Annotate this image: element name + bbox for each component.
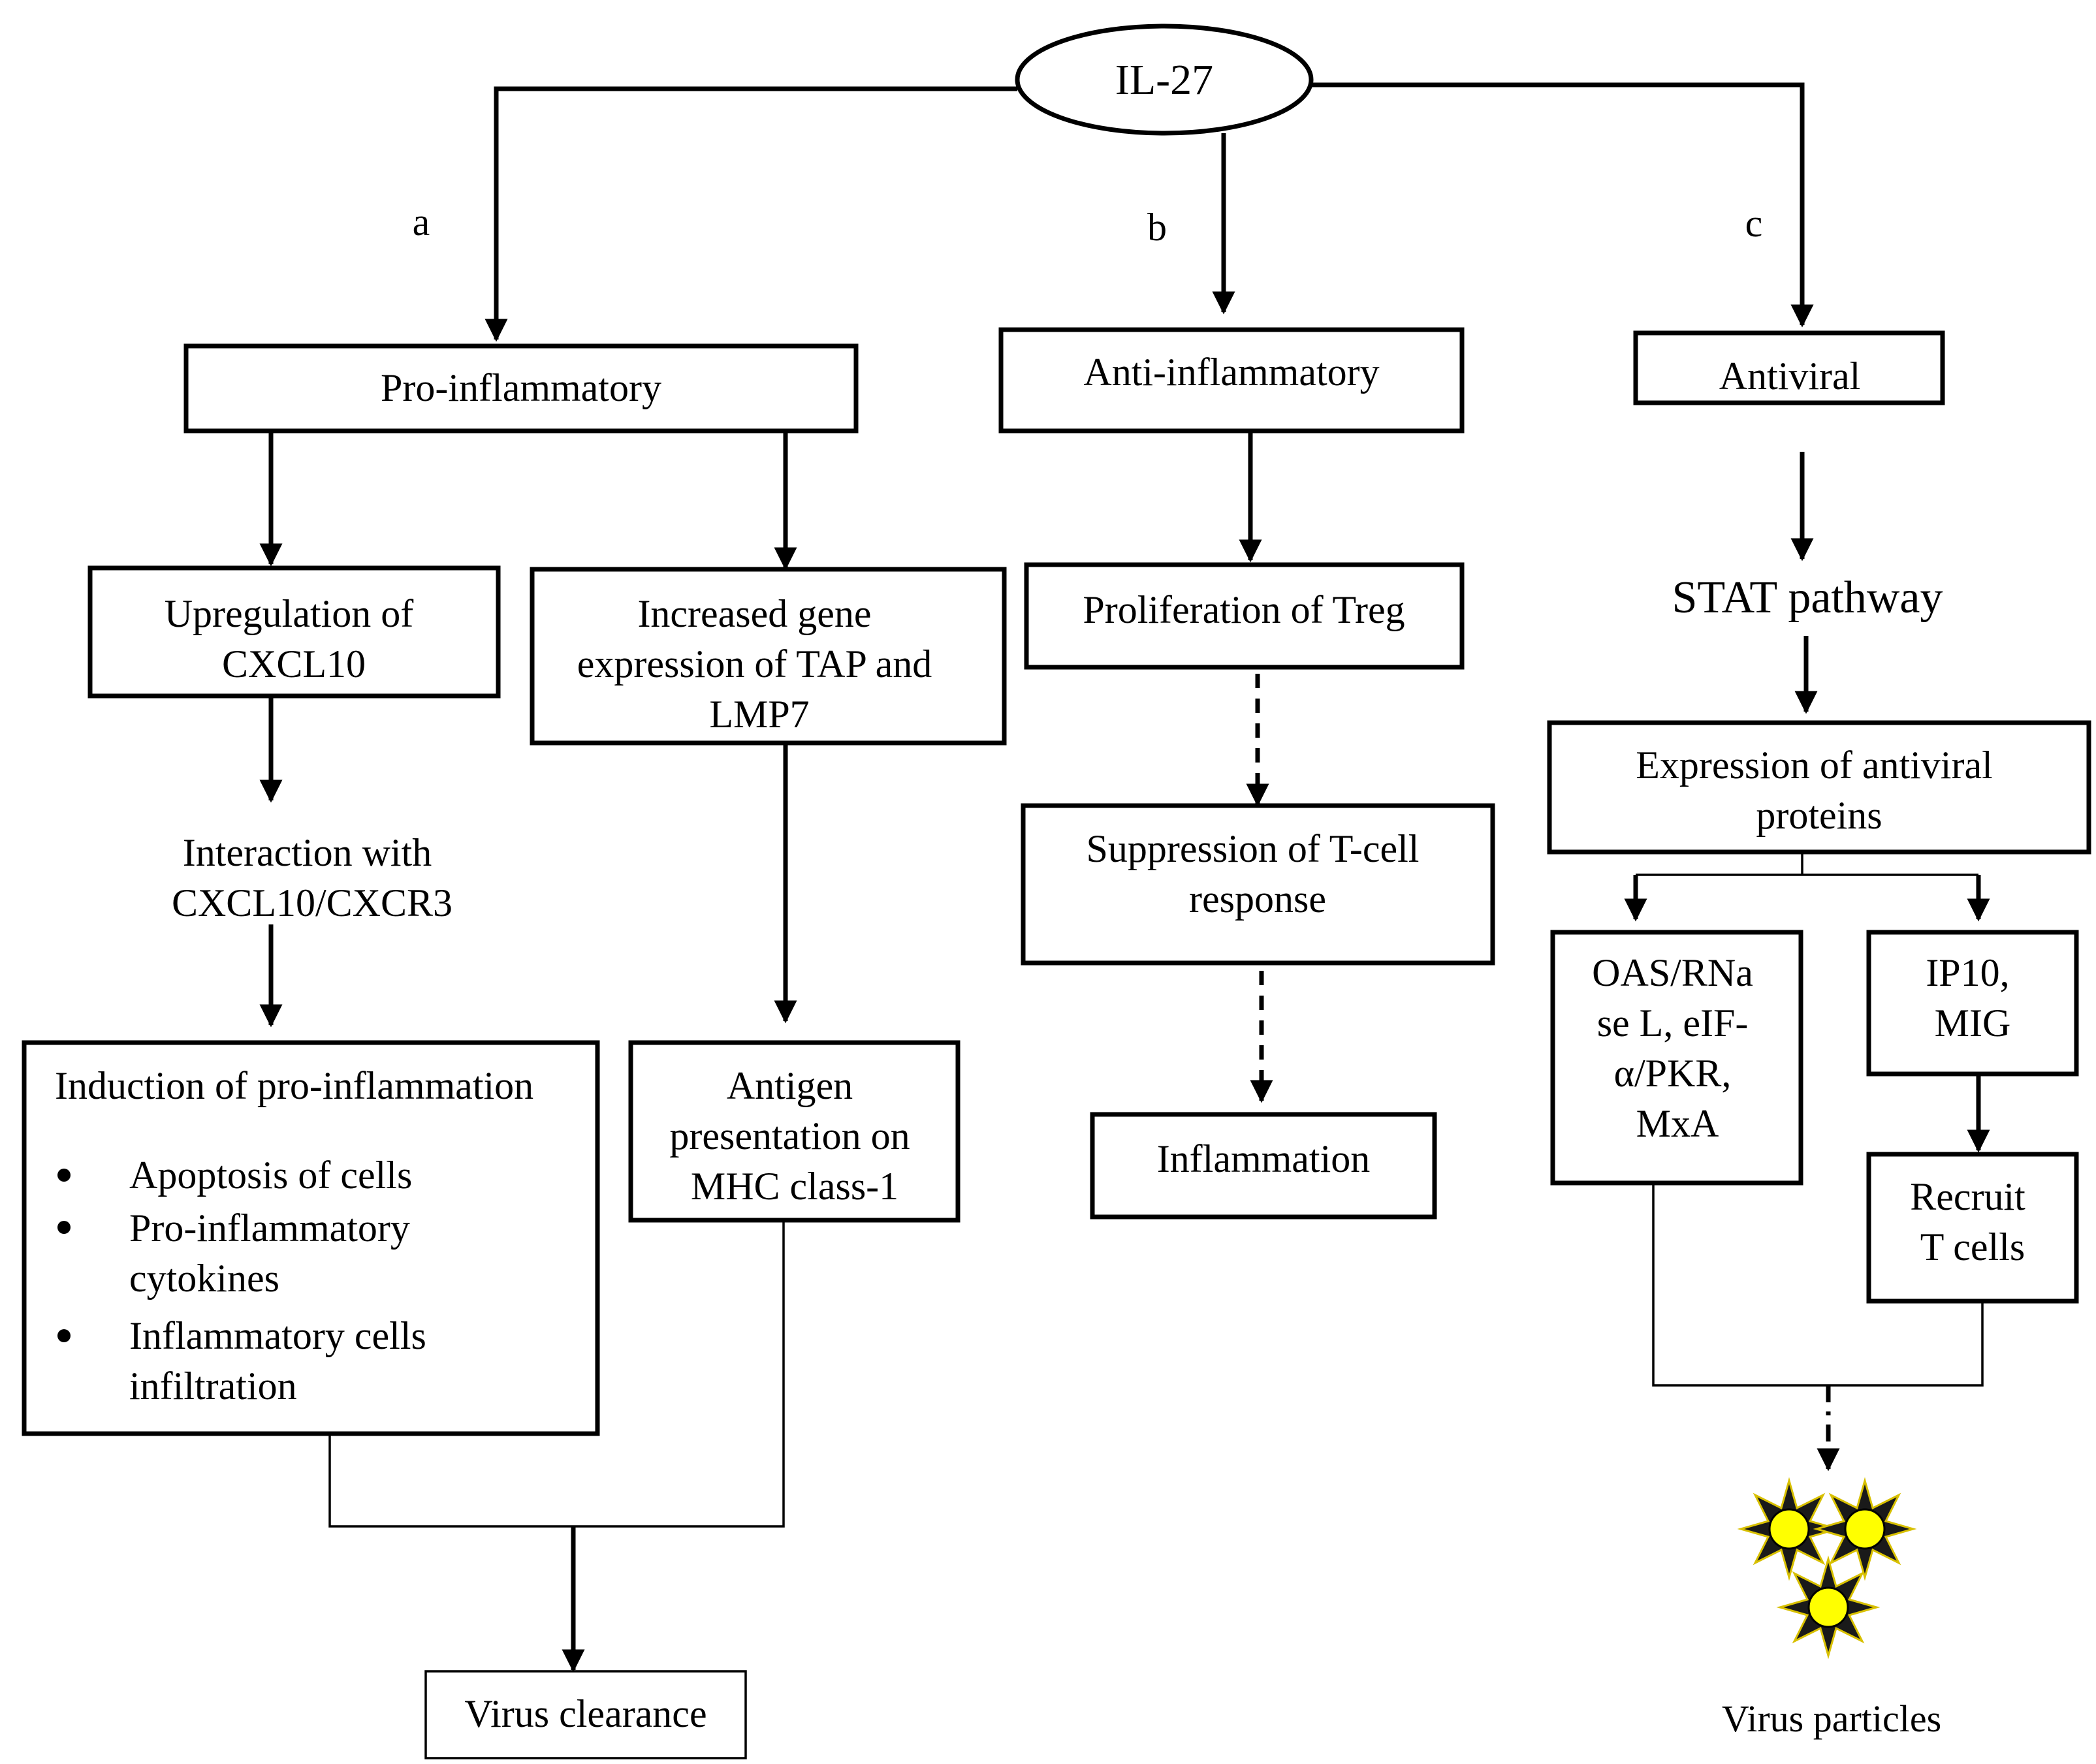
induction-bullet-2: Pro-inflammatory cytokines: [129, 1206, 420, 1300]
root-to-a-arrow: [484, 86, 1017, 342]
ip10-label: IP10, MIG: [1926, 951, 2019, 1045]
anti-inflammatory-label: Anti-inflammatory: [1083, 351, 1379, 394]
branch-a-letter: a: [413, 200, 430, 244]
il27-node: [1015, 24, 1314, 136]
virus-clearance-box: [424, 1670, 747, 1759]
antigen-box: [628, 1040, 961, 1223]
induction-title: Induction of pro-inflammation: [55, 1064, 533, 1107]
pro-inflammatory-label: Pro-inflammatory: [381, 366, 661, 409]
bullet-3: [57, 1329, 71, 1342]
inflammation-label: Inflammation: [1157, 1137, 1371, 1180]
anti-inflammatory-box: [998, 327, 1465, 433]
bullet-2: [57, 1221, 71, 1234]
root-to-c-arrow: [1311, 82, 1814, 328]
oas-label: OAS/RNa se L, eIF- α/PKR, MxA: [1592, 951, 1763, 1145]
proliferation-label: Proliferation of Treg: [1083, 588, 1405, 631]
gene-expression-box: [530, 567, 1007, 746]
expression-label: Expression of antiviral proteins: [1636, 744, 2003, 837]
upregulation-label: Upregulation of CXCL10: [165, 592, 424, 685]
recruit-label: Recruit T cells: [1910, 1175, 2035, 1268]
pro-inflammatory-box: [183, 343, 859, 433]
interaction-label: Interaction with CXCL10/CXCR3: [172, 831, 453, 924]
inflammation-box: [1090, 1112, 1437, 1220]
upregulation-box: [87, 565, 501, 699]
ip10-box: [1866, 930, 2079, 1077]
stat-pathway-label: STAT pathway: [1672, 573, 1943, 623]
c-merge-line: [1652, 1184, 1984, 1387]
virus-particle-1: [1737, 1477, 1841, 1581]
antiviral-label: Antiviral: [1719, 354, 1861, 398]
virus-clearance-label: Virus clearance: [464, 1692, 707, 1735]
oas-box: [1550, 930, 1803, 1186]
antiviral-box: [1633, 330, 1945, 405]
expression-split-line: [1636, 853, 1978, 876]
expression-box: [1547, 720, 2091, 855]
virus-particle-3: [1776, 1555, 1881, 1660]
bullet-1: [57, 1169, 71, 1182]
antigen-label: Antigen presentation on MHC class-1: [669, 1064, 919, 1208]
branch-c-letter: c: [1745, 202, 1763, 245]
proliferation-box: [1024, 562, 1465, 670]
virus-particles-label: Virus particles: [1722, 1697, 1941, 1740]
induction-bullet-1: Apoptosis of cells: [129, 1154, 412, 1197]
induction-box: [22, 1040, 600, 1436]
a-merge-line: [328, 1221, 785, 1528]
suppression-box: [1021, 803, 1495, 966]
gene-expression-label: Increased gene expression of TAP and LMP…: [577, 592, 942, 736]
induction-bullet-3: Inflammatory cells infiltration: [129, 1314, 436, 1408]
recruit-box: [1866, 1152, 2079, 1304]
virus-particle-2: [1813, 1477, 1917, 1581]
il27-label: IL-27: [1115, 56, 1213, 104]
branch-b-letter: b: [1147, 206, 1167, 249]
suppression-label: Suppression of T-cell response: [1087, 827, 1429, 921]
